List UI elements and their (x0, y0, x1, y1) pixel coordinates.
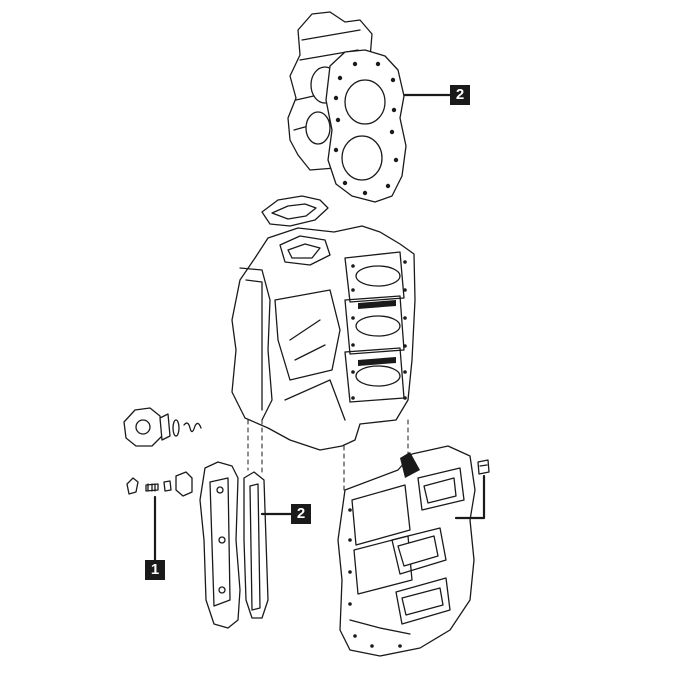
plate-gasket (243, 471, 269, 619)
cover-plate (199, 461, 241, 629)
callout-label-head-gasket: 2 (450, 85, 470, 105)
callout-label-plate-gasket: 2 (291, 504, 311, 524)
crankcase (337, 445, 476, 657)
leader-lines (153, 93, 486, 562)
flange-gasket (261, 195, 329, 227)
head-gasket (325, 49, 407, 203)
valve-cover (123, 407, 202, 447)
drain-fitting (477, 459, 490, 475)
callout-label-valve-assembly: 1 (145, 560, 165, 580)
valve-assembly (126, 471, 193, 497)
cylinder-block (231, 225, 416, 451)
alignment-lines (247, 419, 409, 493)
